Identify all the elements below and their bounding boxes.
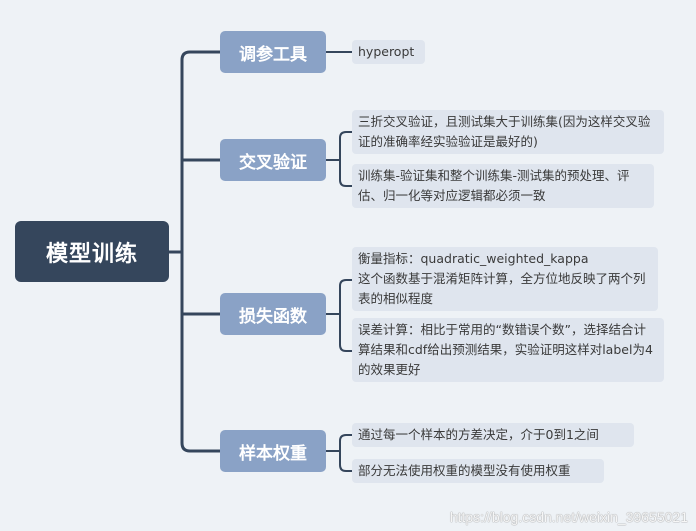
leaf-variance-weight[interactable]: 通过每一个样本的方差决定，介于0到1之间 — [352, 423, 634, 447]
root-topic[interactable]: 模型训练 — [15, 221, 169, 282]
leaf-hyperopt[interactable]: hyperopt — [352, 40, 425, 64]
leaf-kappa-metric[interactable]: 衡量指标：quadratic_weighted_kappa 这个函数基于混淆矩阵… — [352, 247, 658, 311]
leaf-error-calculation[interactable]: 误差计算：相比于常用的“数错误个数”，选择结合计算结果和cdf给出预测结果，实验… — [352, 318, 664, 382]
branch-sample-weight[interactable]: 样本权重 — [220, 430, 326, 472]
watermark: https://blog.csdn.net/weixin_39655021 — [449, 509, 688, 525]
branch-tuning-tools[interactable]: 调参工具 — [220, 31, 326, 73]
leaf-three-fold-cv[interactable]: 三折交叉验证，且测试集大于训练集(因为这样交叉验证的准确率经实验验证是最好的) — [352, 110, 664, 154]
branch-loss-function[interactable]: 损失函数 — [220, 293, 326, 335]
leaf-no-weight-models[interactable]: 部分无法使用权重的模型没有使用权重 — [352, 459, 604, 483]
branch-cross-validation[interactable]: 交叉验证 — [220, 139, 326, 181]
leaf-consistent-preprocessing[interactable]: 训练集-验证集和整个训练集-测试集的预处理、评估、归一化等对应逻辑都必须一致 — [352, 164, 654, 208]
